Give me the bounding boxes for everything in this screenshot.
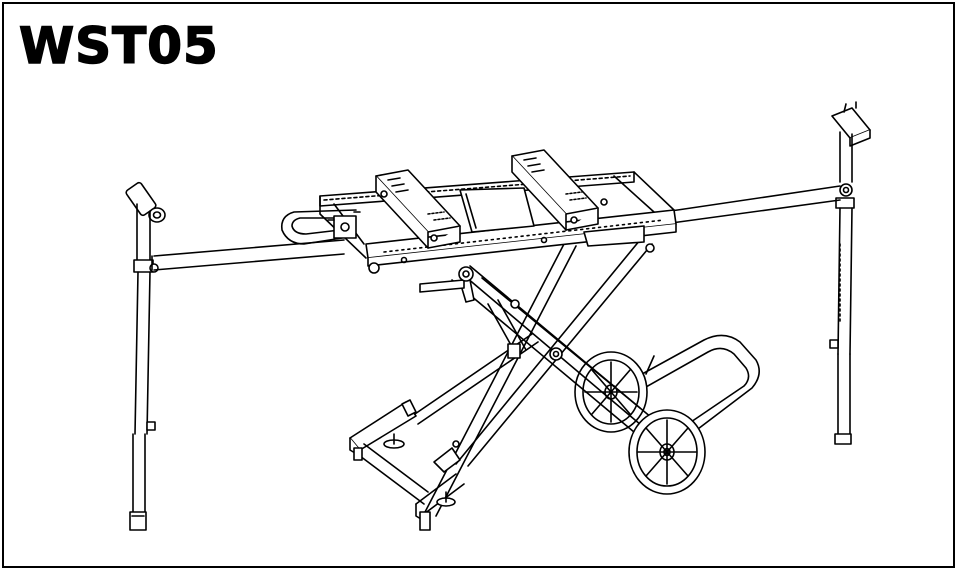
front-wheel bbox=[629, 410, 705, 494]
left-support-leg bbox=[125, 182, 165, 530]
locking-lever bbox=[420, 267, 473, 292]
back-wheel bbox=[575, 352, 647, 432]
rear-handle-frame bbox=[624, 335, 759, 432]
miter-saw-stand-icon bbox=[4, 4, 955, 568]
right-support-leg bbox=[830, 102, 870, 444]
top-rail-table bbox=[320, 172, 676, 273]
bottom-foot-frame bbox=[350, 400, 464, 530]
right-mounting-bracket bbox=[512, 150, 607, 230]
right-extension-arm bbox=[664, 186, 840, 224]
left-extension-arm bbox=[152, 240, 344, 270]
left-mounting-bracket bbox=[376, 170, 460, 248]
model-title: WST05 bbox=[18, 17, 219, 75]
carry-handle bbox=[282, 210, 360, 244]
